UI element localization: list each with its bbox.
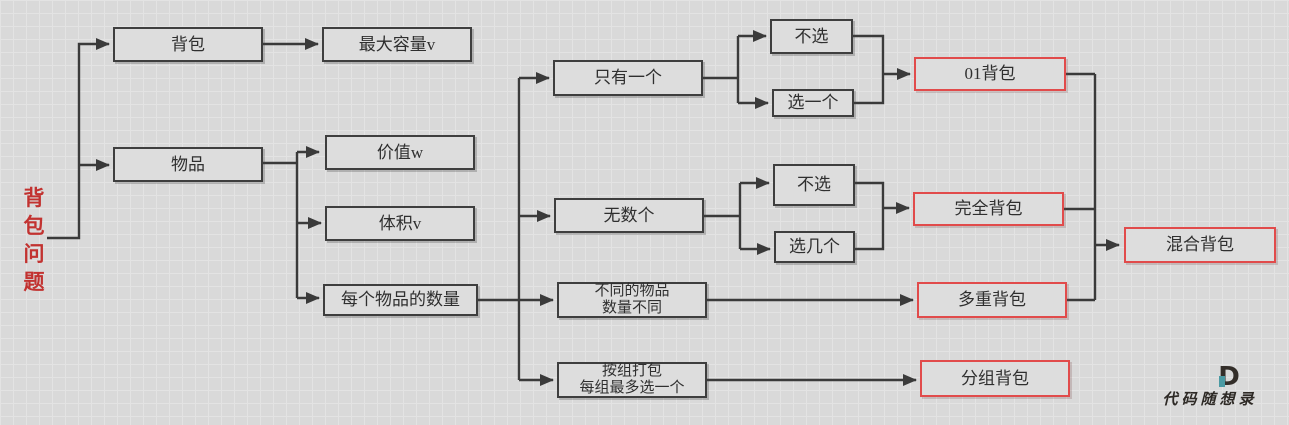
- node-item-label: 物品: [171, 154, 205, 174]
- node-select-several-label: 选几个: [789, 237, 840, 257]
- node-01-knapsack-label: 01背包: [964, 64, 1016, 84]
- node-bag: 背包: [113, 27, 263, 62]
- node-volume: 体积v: [325, 206, 475, 241]
- logo-text: 代码随想录: [1162, 392, 1258, 408]
- title-char: 题: [23, 270, 45, 294]
- node-diff-count-line2: 数量不同: [601, 300, 662, 316]
- node-value: 价值w: [325, 135, 475, 170]
- node-max-capacity-label: 最大容量v: [358, 34, 436, 54]
- node-no-select-1-label: 不选: [794, 26, 829, 46]
- node-diff-count-line1: 不同的物品: [594, 282, 670, 299]
- node-multiple-knapsack-label: 多重背包: [958, 290, 1026, 310]
- node-mixed-knapsack-label: 混合背包: [1166, 235, 1234, 255]
- brand-logo: D 代码随想录: [1148, 364, 1272, 409]
- node-pack-by-group-line1: 按组打包: [601, 362, 662, 379]
- node-no-select-2-label: 不选: [797, 175, 831, 195]
- node-count: 每个物品的数量: [323, 284, 478, 316]
- title-char: 背: [23, 186, 45, 210]
- node-item: 物品: [113, 147, 263, 182]
- node-volume-label: 体积v: [378, 213, 422, 233]
- node-complete-knapsack: 完全背包: [913, 192, 1064, 226]
- title-char: 问: [23, 242, 45, 266]
- node-value-label: 价值w: [376, 142, 424, 162]
- node-infinite: 无数个: [554, 198, 704, 233]
- node-bag-label: 背包: [171, 34, 205, 54]
- diagram-title: 背 包 问 题: [20, 184, 48, 296]
- node-count-label: 每个物品的数量: [341, 290, 460, 310]
- node-no-select-1: 不选: [770, 19, 853, 54]
- node-select-one: 选一个: [772, 89, 854, 117]
- node-pack-by-group-line2: 每组最多选一个: [579, 380, 685, 396]
- node-complete-knapsack-label: 完全背包: [954, 199, 1023, 219]
- node-no-select-2: 不选: [773, 164, 855, 206]
- logo-d-icon: D: [1218, 364, 1240, 390]
- title-char: 包: [23, 214, 45, 238]
- node-infinite-label: 无数个: [603, 205, 655, 225]
- node-select-one-label: 选一个: [787, 93, 839, 113]
- logo-teal-bar: [1219, 376, 1225, 387]
- node-multiple-knapsack: 多重背包: [917, 282, 1067, 318]
- node-01-knapsack: 01背包: [914, 57, 1066, 91]
- node-diff-count: 不同的物品 数量不同: [557, 282, 707, 318]
- node-select-several: 选几个: [774, 231, 855, 263]
- node-only-one: 只有一个: [553, 60, 703, 96]
- node-group-knapsack-label: 分组背包: [961, 368, 1029, 388]
- node-pack-by-group: 按组打包 每组最多选一个: [557, 362, 707, 398]
- node-group-knapsack: 分组背包: [920, 360, 1070, 397]
- node-max-capacity: 最大容量v: [322, 27, 472, 62]
- node-mixed-knapsack: 混合背包: [1124, 227, 1276, 263]
- node-only-one-label: 只有一个: [594, 68, 662, 88]
